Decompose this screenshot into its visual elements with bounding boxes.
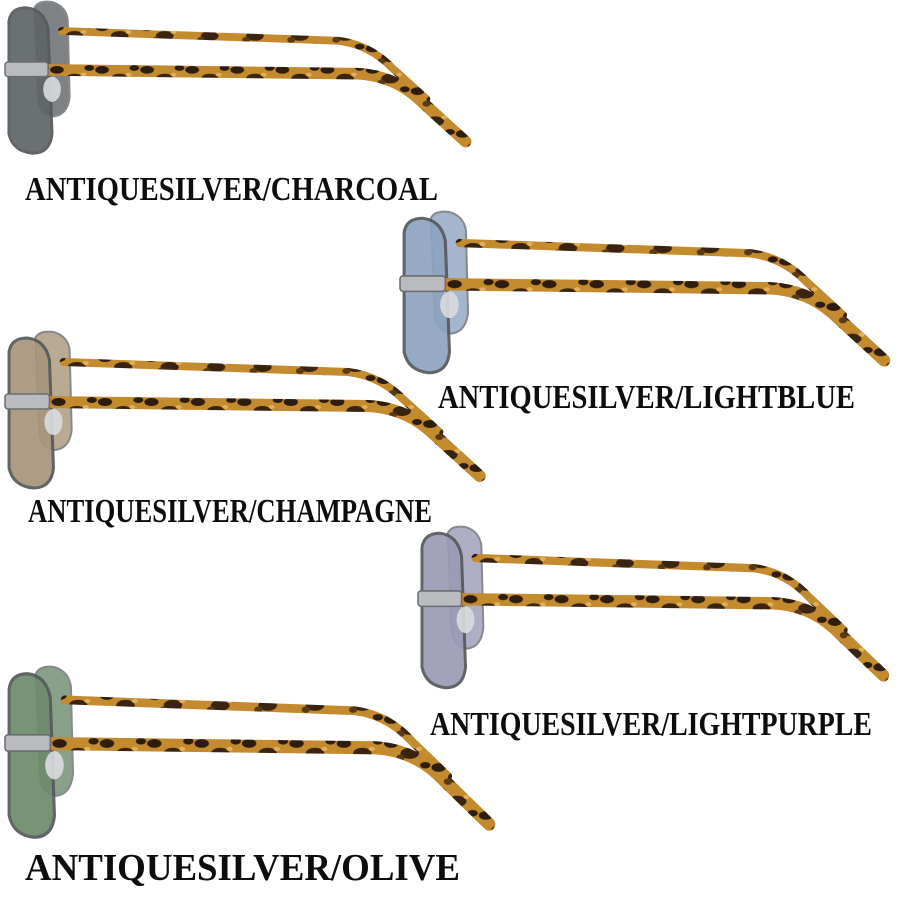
front-lens (402, 216, 451, 375)
variant-label-lightblue: ANTIQUESILVER/LIGHTBLUE (438, 379, 855, 416)
nose-pad (44, 409, 63, 435)
front-lens (7, 6, 54, 155)
hinge (4, 393, 51, 410)
nose-pad (440, 291, 459, 319)
hinge (4, 733, 52, 752)
sunglasses-lightpurple (417, 525, 890, 690)
nose-pad (45, 751, 64, 780)
front-lens (7, 672, 56, 839)
sunglasses-olive (4, 665, 496, 839)
sunglasses-champagne (4, 330, 486, 490)
far-temple-arm (59, 358, 444, 436)
hinge (399, 275, 447, 293)
nose-pad (456, 606, 475, 634)
near-temple-arm (449, 592, 890, 682)
far-temple-arm (471, 553, 848, 635)
far-temple-arm (57, 27, 431, 103)
sunglasses-charcoal (4, 0, 472, 155)
variant-label-champagne: ANTIQUESILVER/CHAMPAGNE (28, 493, 432, 530)
near-temple-arm (36, 64, 472, 148)
sunglasses-lightblue (399, 210, 891, 375)
near-temple-arm (37, 396, 486, 482)
variant-label-olive: ANTIQUESILVER/OLIVE (25, 847, 460, 889)
front-lens (420, 531, 468, 690)
hinge (4, 61, 49, 78)
front-lens (7, 336, 55, 490)
near-temple-arm (37, 736, 496, 831)
near-temple-arm (432, 277, 891, 367)
far-temple-arm (455, 238, 848, 320)
nose-pad (43, 76, 61, 102)
variant-label-charcoal: ANTIQUESILVER/CHARCOAL (25, 171, 438, 208)
far-temple-arm (60, 695, 453, 781)
hinge (417, 590, 463, 608)
variant-label-lightpurple: ANTIQUESILVER/LIGHTPURPLE (430, 706, 872, 743)
